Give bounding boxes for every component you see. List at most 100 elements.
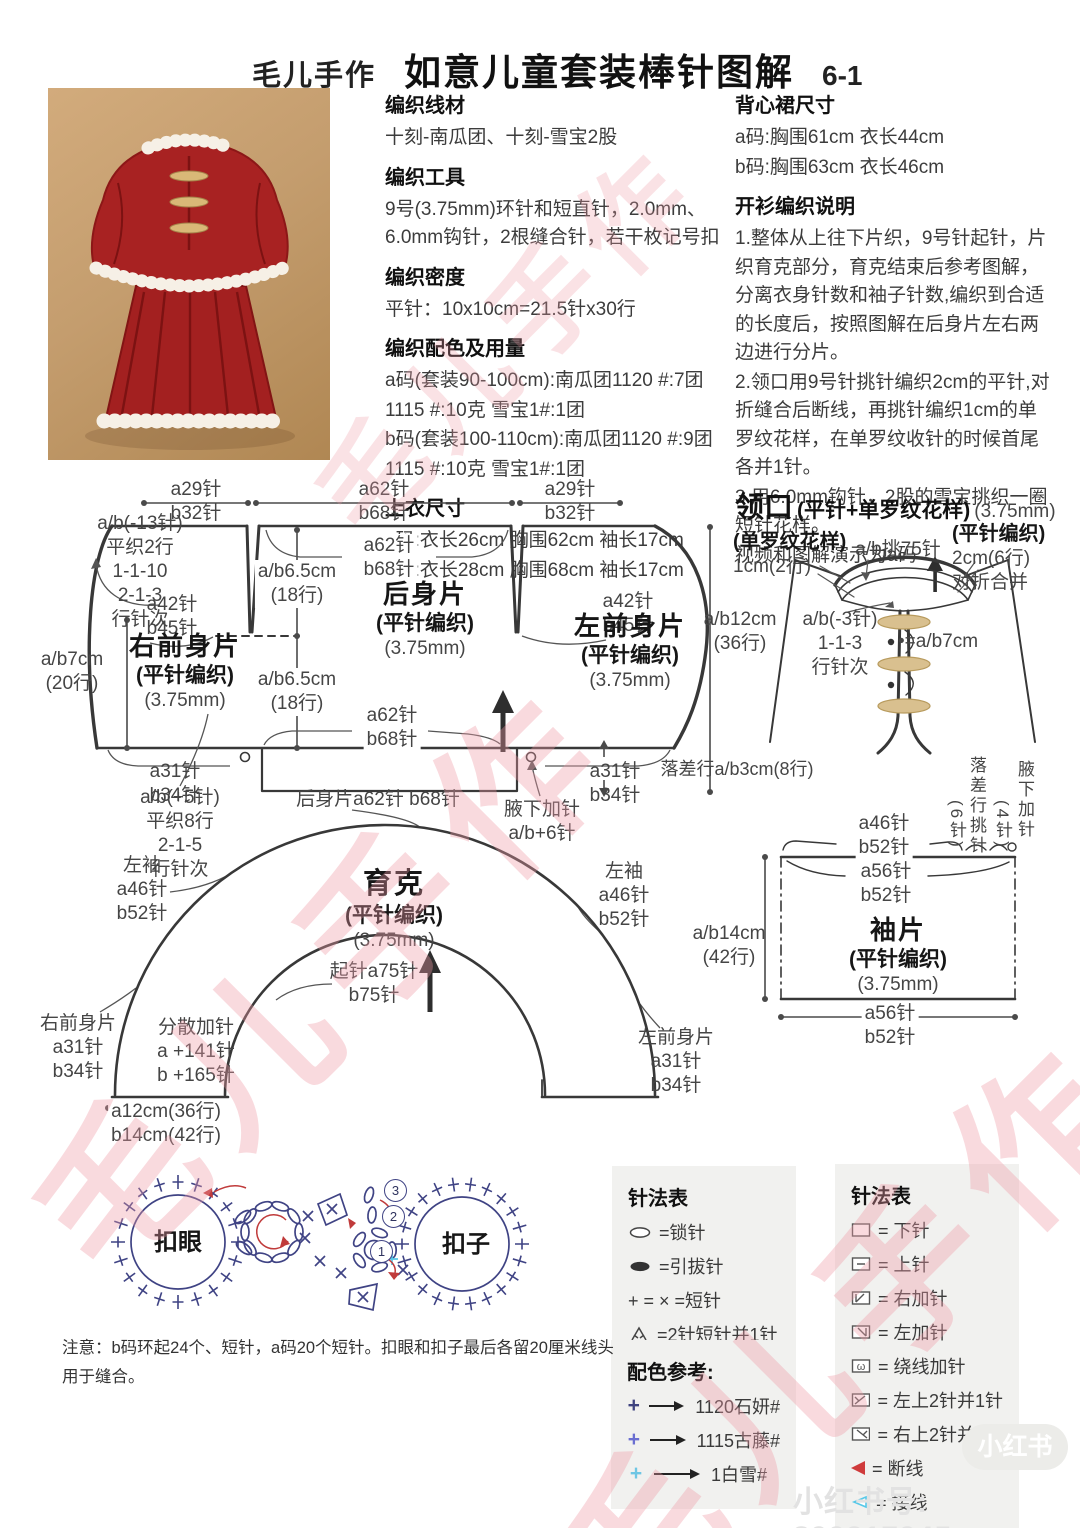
page-title: 如意儿童套装棒针图解 (404, 52, 795, 93)
crochet-buttonhole-motif (111, 1175, 304, 1309)
legend-row-sc: + = × =短针 (628, 1291, 722, 1311)
legend-row-cut: = 断线 (851, 1455, 1003, 1481)
crochet-note: 注意：b码环起24个、短针，a码20个短针。扣眼和扣子最后各留20厘米线头 用于… (62, 1339, 614, 1386)
collar-title: 领口 (平针+单罗纹花样) (3.75mm) (735, 492, 1056, 524)
sleeve-title: 袖片(平针编织) (3.75mm) (849, 915, 947, 996)
round-3-number: 3 (384, 1179, 407, 1202)
buttonhole-label: 扣眼 (154, 1229, 202, 1256)
sleeve-pickup-label: 落差行挑针 (967, 756, 986, 856)
arrow-icon (649, 1400, 685, 1411)
drop-row-label: 落差行a/b3cm(8行) (660, 759, 814, 779)
xiaohongshu-badge: 小红书 (962, 1424, 1068, 1470)
tools-heading: 编织工具 (385, 166, 465, 189)
instruction-1: 1.整体从上往下片织，9号针起针，片织育克部分，育克结束后参考图解，分离衣身针数… (735, 228, 1047, 363)
sc2tog-icon (631, 1326, 647, 1341)
piece-left-front: 左前身片(平针编织) (3.75mm) (573, 611, 687, 692)
purl-stitch-icon (851, 1257, 871, 1271)
yarn-b: b码(套装100-110cm):南瓜团1120 #:9团 (385, 429, 713, 450)
dim-height-12: a/b12cm(36行) (703, 609, 777, 654)
skirt-size-a: a码:胸围61cm 衣长44cm (735, 127, 945, 148)
sleeve-outline (779, 840, 1017, 1001)
garment-photo (48, 88, 330, 460)
legend-row-yo: ω = 绕线加针 (851, 1353, 1003, 1379)
account-number: 小红书号: 899317945 (793, 1486, 951, 1528)
tools-text: 9号(3.75mm)环针和短直针，2.0mm、6.0mm钩针，2根缝合针，若干枚… (385, 198, 720, 249)
page-header: 毛儿手作 如意儿童套装棒针图解 6-1 (252, 42, 862, 96)
plus-mark-2: + (627, 1428, 641, 1451)
palette-row-3: + 1白雪# (627, 1461, 780, 1487)
instruction-3: 3.用6.0mm钩针，2股的雪宝挑织一圈短针花样。 (735, 486, 1048, 537)
brand-name: 毛儿手作 (252, 60, 377, 92)
cut-yarn-icon (851, 1461, 865, 1475)
yarn-over-icon: ω (851, 1359, 871, 1373)
legend-row-join: = 接线 (851, 1489, 1003, 1515)
materials-heading: 编织线材 (385, 95, 465, 117)
legend-row-m1r: = 右加针 (851, 1285, 1003, 1311)
arrow-icon (649, 1434, 686, 1445)
legend-row-knit: = 下针 (851, 1217, 1003, 1243)
dim-height-6-5-upper: a/b6.5cm(18行) (254, 560, 340, 608)
dimension-dots (105, 500, 1018, 1111)
palette-row-1: + 1120石妍# (627, 1394, 780, 1417)
collar-decrease-label: a/b(-3针)1-1-3 行针次 (802, 609, 878, 678)
skirt-size-b: b码:胸围63cm 衣长46cm (735, 156, 945, 178)
knit-legend-box: 针法表 = 下针 = 上针 = 右加针 = 左加针 ω = 绕线加针 = 左上2… (835, 1164, 1019, 1528)
collar-stst-label: (平针编织) 2cm(6行) 对折合并 (952, 523, 1046, 594)
m1l-icon (851, 1325, 871, 1339)
yarn-a: a码(套装90-100cm):南瓜团1120 #:7团 (385, 370, 704, 391)
palette-row-2: + 1115古藤# (627, 1428, 780, 1451)
arrow-icon (654, 1468, 700, 1479)
garment-photo-art (85, 133, 295, 450)
legend-row-k2tog: = 左上2针并1针 (851, 1387, 1003, 1413)
piece-back: 后身片(平针编织) (3.75mm) (376, 579, 474, 660)
legend-row-chain: =锁针 (628, 1219, 780, 1245)
collar-toggles (861, 572, 931, 714)
slip-stitch-icon (630, 1261, 650, 1271)
sleeve-underarm-label: 腋下加针 (1015, 760, 1034, 840)
collar-dot-eq-label: •=a/b7cm (898, 631, 979, 652)
sleeve-pickup6-label: (6针) (947, 800, 966, 850)
yarn-b2: 1115 #:10克 雪宝1#:1团 (385, 458, 585, 480)
palette-title: 配色参考: (627, 1362, 714, 1384)
part-number: 6-1 (822, 60, 863, 91)
palette-box: 配色参考: + 1120石妍# + 1115古藤# + 1白雪# (611, 1340, 796, 1509)
legend-row-m1l: = 左加针 (851, 1319, 1003, 1345)
instructions-heading: 开衫编织说明 (735, 196, 855, 218)
dim-height-7: a/b7cm(20行) (40, 649, 104, 694)
collar-outline (769, 555, 1036, 755)
gauge-text: 平针：10x10cm=21.5针x30行 (385, 298, 636, 320)
crochet-button-motif (299, 1177, 529, 1312)
svg-text:ω: ω (857, 1361, 866, 1373)
plus-mark-3: + (629, 1462, 643, 1485)
yarn-a2: 1115 #:10克 雪宝1#:1团 (385, 399, 585, 421)
join-yarn-icon (851, 1495, 867, 1509)
info-left-column: 编织线材 十刻-南瓜团、十刻-雪宝2股 编织工具 9号(3.75mm)环针和短直… (385, 92, 733, 586)
yarn-heading: 编织配色及用量 (385, 338, 525, 360)
piece-right-front: 右前身片(平针编织) (3.75mm) (128, 631, 242, 712)
round-2-number: 2 (382, 1205, 405, 1228)
collar-rib-label: (单罗纹花样) 1cm(2行) (733, 531, 847, 578)
top-size-b: b码:衣长28cm 胸围68cm 袖长17cm (385, 559, 684, 581)
knit-stitch-icon (851, 1223, 871, 1237)
skirt-size-heading: 背心裙尺寸 (735, 95, 835, 117)
yoke-bottom-dim: a12cm(36行) b14cm(42行) (108, 1100, 224, 1148)
round-1-number: 1 (370, 1240, 393, 1263)
yoke-back-count: 后身片a62针 b68针 (296, 789, 460, 810)
yoke-title: 育克(平针编织) (3.75mm) (345, 868, 443, 951)
sleeve-height-dim: a/b14cm(42行) (692, 923, 766, 968)
